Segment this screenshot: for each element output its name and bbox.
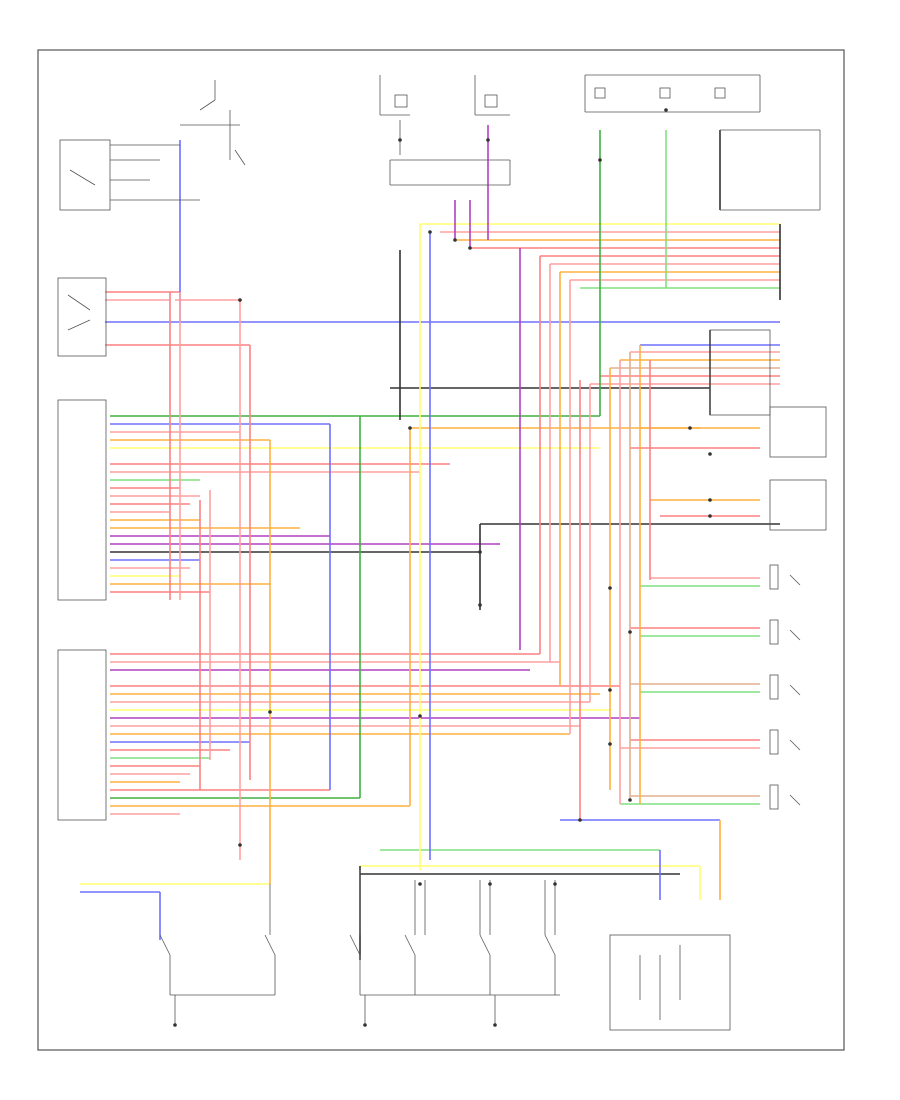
top-fuse-area (180, 74, 821, 211)
right-door-switches (709, 329, 827, 810)
harness-vertical-wires (159, 125, 781, 960)
diagram-border (37, 49, 845, 1051)
splice-points (173, 108, 712, 1027)
bottom-switch-row (159, 870, 731, 1031)
left-component-boxes (57, 139, 200, 821)
